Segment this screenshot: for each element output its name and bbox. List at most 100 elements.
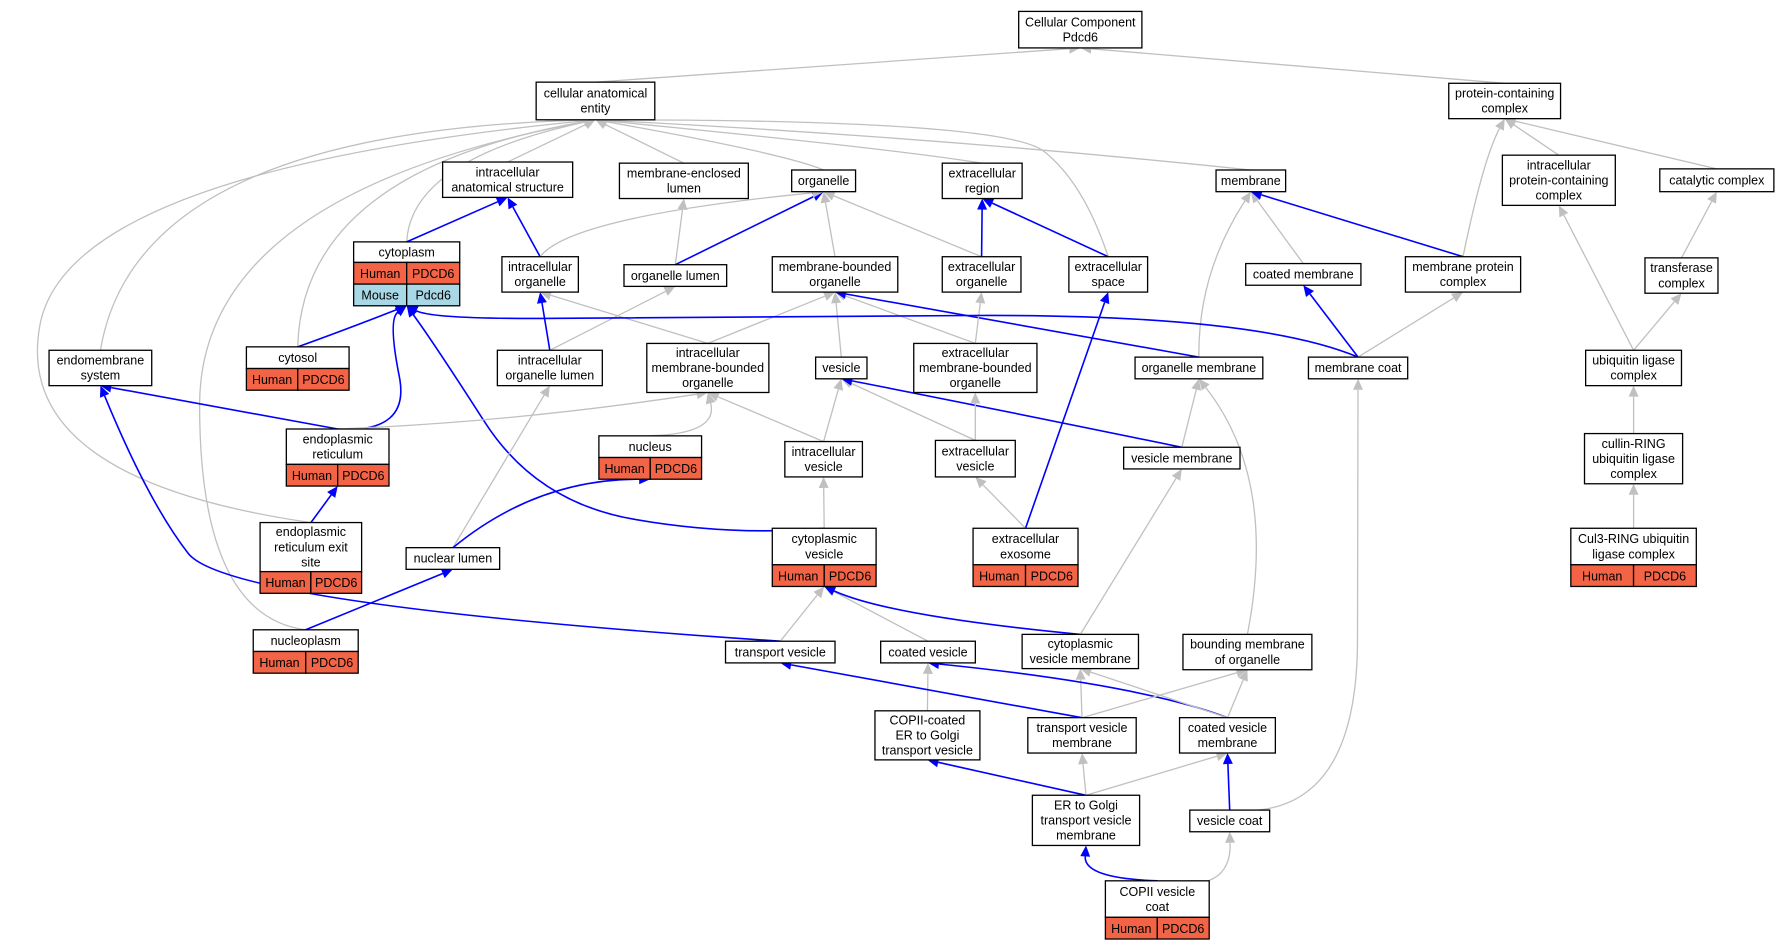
term-box [1659, 168, 1775, 193]
annotation-gene-label: PDCD6 [1162, 922, 1204, 936]
term-label-line: endoplasmic [276, 525, 346, 539]
edge-orgl-to-mel [674, 209, 684, 265]
edge-embo-to-exo [974, 302, 981, 344]
term-label-line: vesicle [956, 459, 994, 473]
edge-arrowhead-ubl-to-ipcc [1558, 205, 1569, 218]
edge-iv-to-ves [822, 389, 839, 442]
term-node-mem[interactable]: membrane [1215, 169, 1287, 193]
term-node-nl[interactable]: nuclear lumen [405, 547, 501, 570]
term-node-ves[interactable]: vesicle [814, 356, 868, 380]
term-box [874, 710, 981, 761]
edge-cytosol-to-cyto [297, 309, 397, 348]
edge-iol-to-iorg [541, 302, 551, 351]
term-node-cvs[interactable]: coated vesicle [880, 640, 976, 664]
term-label-line: transport vesicle [735, 645, 826, 659]
term-box [814, 356, 868, 380]
term-label-line: exosome [1000, 547, 1051, 561]
edge-mcoat-to-mpc [1357, 297, 1455, 358]
term-box [441, 161, 574, 199]
term-box [623, 264, 728, 288]
edge-imbo-to-iorg [550, 294, 708, 345]
term-node-cmem[interactable]: coated membrane [1245, 262, 1362, 286]
term-node-mcoat[interactable]: membrane coat [1307, 356, 1409, 380]
term-box [405, 547, 501, 570]
term-node-vm[interactable]: vesicle membrane [1122, 446, 1241, 470]
annotation-gene-cell [1024, 564, 1079, 588]
edge-vm-to-ves [851, 380, 1182, 449]
term-label-line: of organelle [1215, 653, 1280, 667]
edge-ubl-to-trans [1633, 301, 1675, 351]
term-node-cat[interactable]: catalytic complex [1659, 168, 1775, 193]
edge-arrowhead-exos-to-ev [975, 476, 987, 489]
edge-org-to-cae [606, 121, 824, 171]
edge-cvsm-to-cvs [938, 663, 1228, 719]
edge-mcoat-to-cyto [416, 310, 1359, 358]
edge-arrowhead-vc-to-mcoat [1353, 378, 1363, 390]
edge-arrowhead-orgl-to-mel [677, 198, 688, 211]
term-label-line: cytoplasmic [792, 532, 857, 546]
term-node-tv[interactable]: transport vesicle [724, 640, 836, 664]
term-label-line: intracellular [792, 445, 856, 459]
term-label-line: cytosol [278, 351, 317, 365]
term-box [1501, 154, 1616, 207]
annotation-species-label: Human [1111, 922, 1151, 936]
edge-pcc-to-root [1091, 48, 1505, 84]
term-node-org[interactable]: organelle [791, 169, 857, 193]
edge-arrowhead-exos-to-exs [1099, 292, 1110, 305]
edge-tvm-to-cvm [1080, 679, 1083, 718]
term-label-line: region [965, 182, 1000, 196]
edge-eres-to-er [310, 494, 332, 524]
term-label-line: membrane [1198, 736, 1258, 750]
term-box [285, 428, 390, 466]
edge-tv-to-cv [779, 594, 818, 642]
term-box [1189, 809, 1271, 833]
edge-arrowhead-nl-to-iol [539, 385, 550, 398]
term-label-line: membrane coat [1315, 361, 1402, 375]
edge-cv-to-cyto [412, 314, 825, 532]
term-label-line: extracellular [992, 532, 1059, 546]
edge-ipcc-to-pcc [1513, 124, 1560, 156]
term-node-orgl[interactable]: organelle lumen [623, 264, 728, 288]
annotation-species-label: Human [979, 569, 1019, 583]
term-node-orgm[interactable]: organelle membrane [1134, 356, 1264, 380]
term-node-vc[interactable]: vesicle coat [1189, 809, 1271, 833]
edge-ergm-to-tvm [1082, 763, 1087, 796]
